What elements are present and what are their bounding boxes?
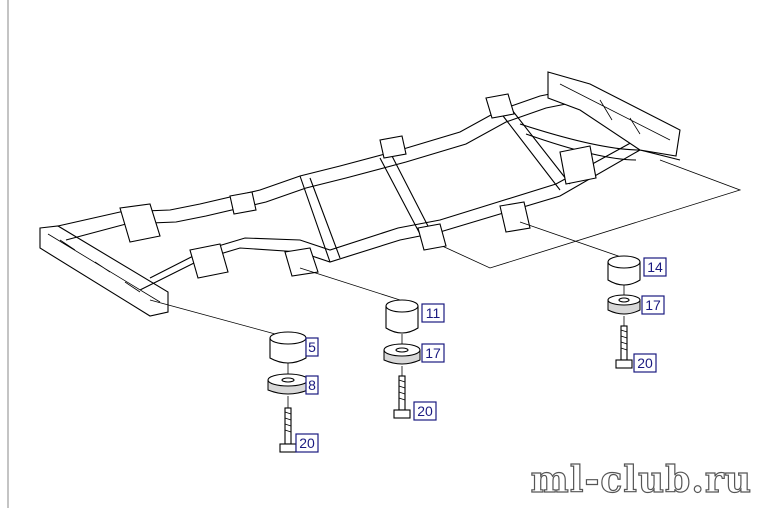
mount-bracket-front-right	[119, 203, 161, 243]
mount-bracket-rear-left	[499, 201, 531, 233]
callout-8-label: 8	[308, 377, 316, 393]
callout-8: 8	[305, 375, 319, 395]
callout-14: 14	[643, 257, 667, 277]
washer-mount-17-rear	[607, 294, 641, 315]
vehicle-frame	[39, 71, 742, 317]
mount-bracket-rear-right	[485, 93, 515, 119]
callout-20-front: 20	[295, 433, 319, 453]
leader-front	[149, 299, 291, 339]
ground-plane-outline	[439, 159, 742, 269]
bolt-20-front	[279, 407, 297, 453]
middle-mount-stack	[383, 299, 421, 419]
rear-rail-end	[547, 71, 681, 157]
callout-14-label: 14	[647, 259, 663, 275]
leader-rear	[519, 221, 625, 259]
callout-11: 11	[421, 303, 445, 323]
mount-bracket-front-center	[229, 191, 257, 215]
callout-5-label: 5	[308, 339, 316, 355]
callout-20-front-label: 20	[299, 435, 315, 451]
mount-bracket-rear-center	[559, 145, 597, 185]
bolt-20-rear	[615, 325, 633, 369]
callout-17-middle-label: 17	[425, 345, 441, 361]
callout-20-rear: 20	[633, 353, 657, 373]
watermark: ml-club.ru	[531, 459, 752, 501]
rubber-mount-11	[385, 299, 419, 334]
mount-bracket-mid-left	[284, 247, 319, 277]
crossmember-center	[379, 155, 431, 235]
rear-rail-detail	[559, 83, 671, 141]
callout-5: 5	[305, 337, 319, 357]
callout-11-label: 11	[426, 305, 441, 321]
right-side-rail-inner	[65, 99, 587, 241]
rubber-mount-5	[269, 331, 307, 364]
rear-arch	[519, 123, 641, 151]
mount-bracket-center-right	[379, 135, 407, 159]
callout-20-middle-label: 20	[417, 403, 433, 419]
callout-17-middle: 17	[421, 343, 445, 363]
washer-mount-17-middle	[383, 343, 421, 365]
rubber-mount-14	[607, 255, 641, 286]
crossmember-rear	[499, 109, 571, 191]
callout-20-middle: 20	[413, 401, 437, 421]
mount-bracket-center-left	[417, 223, 447, 251]
front-crossmember	[39, 225, 169, 317]
washer-mount-8	[267, 373, 309, 395]
bolt-20-middle	[393, 375, 411, 419]
callout-20-rear-label: 20	[637, 355, 653, 371]
leader-middle	[299, 267, 401, 301]
callout-17-rear: 17	[641, 295, 665, 315]
rear-mount-stack	[607, 255, 641, 369]
mount-bracket-front-left	[189, 243, 229, 279]
callout-17-rear-label: 17	[645, 297, 661, 313]
crossmember-middle	[299, 175, 341, 263]
left-side-rail-outer	[139, 149, 681, 291]
front-crossmember-detail	[47, 233, 161, 303]
